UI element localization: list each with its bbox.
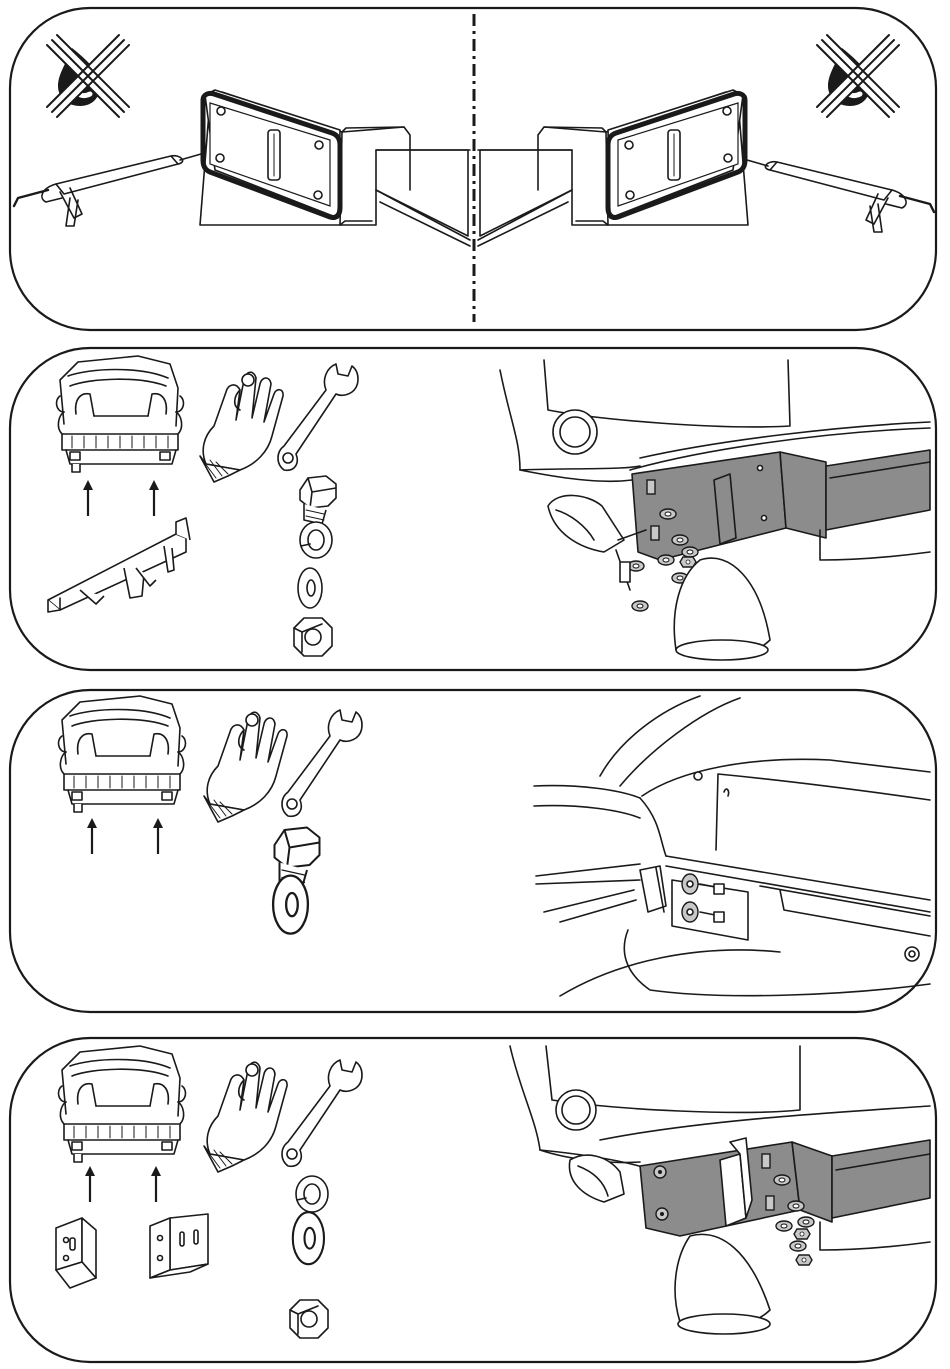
- bracket-left-icon: [56, 1218, 96, 1288]
- panel-sealant-step: [10, 8, 936, 330]
- flat-washer-icon: [298, 568, 322, 608]
- bracket-right-icon: [150, 1214, 208, 1278]
- panel-trunk-bolt-step: [10, 690, 936, 1012]
- panel-crossbar-mount-step: [10, 348, 936, 670]
- flat-washer-icon: [273, 876, 308, 934]
- hex-nut-icon: [294, 618, 332, 656]
- flat-washer-icon: [293, 1212, 324, 1264]
- spring-washer-icon: [296, 1176, 328, 1212]
- panel-side-bracket-step: [10, 1038, 936, 1362]
- spring-washer-icon: [300, 522, 332, 558]
- hex-nut-icon: [290, 1300, 328, 1338]
